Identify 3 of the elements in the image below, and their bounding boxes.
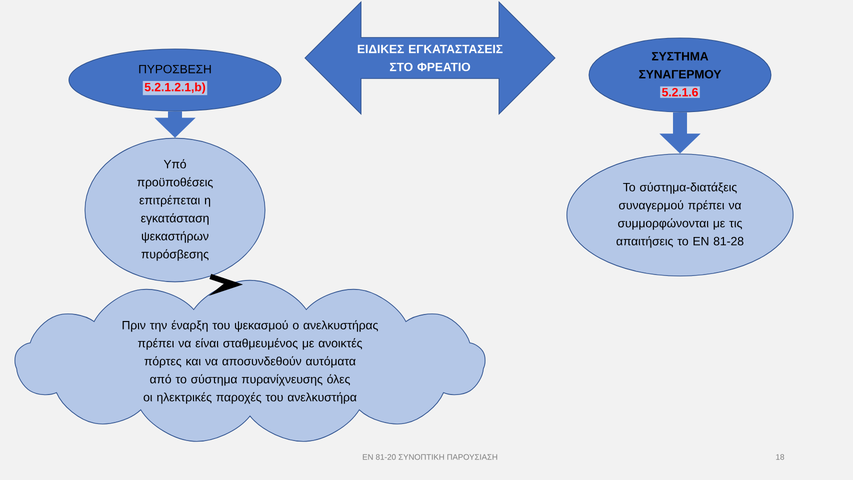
footer-text: 18 <box>776 454 784 460</box>
lightning-connector <box>208 274 244 296</box>
footer-text: ΕΝ 81-20 ΣΥΝΟΠΤΙΚΗ ΠΑΡΟΥΣΙΑΣΗ <box>362 454 498 460</box>
